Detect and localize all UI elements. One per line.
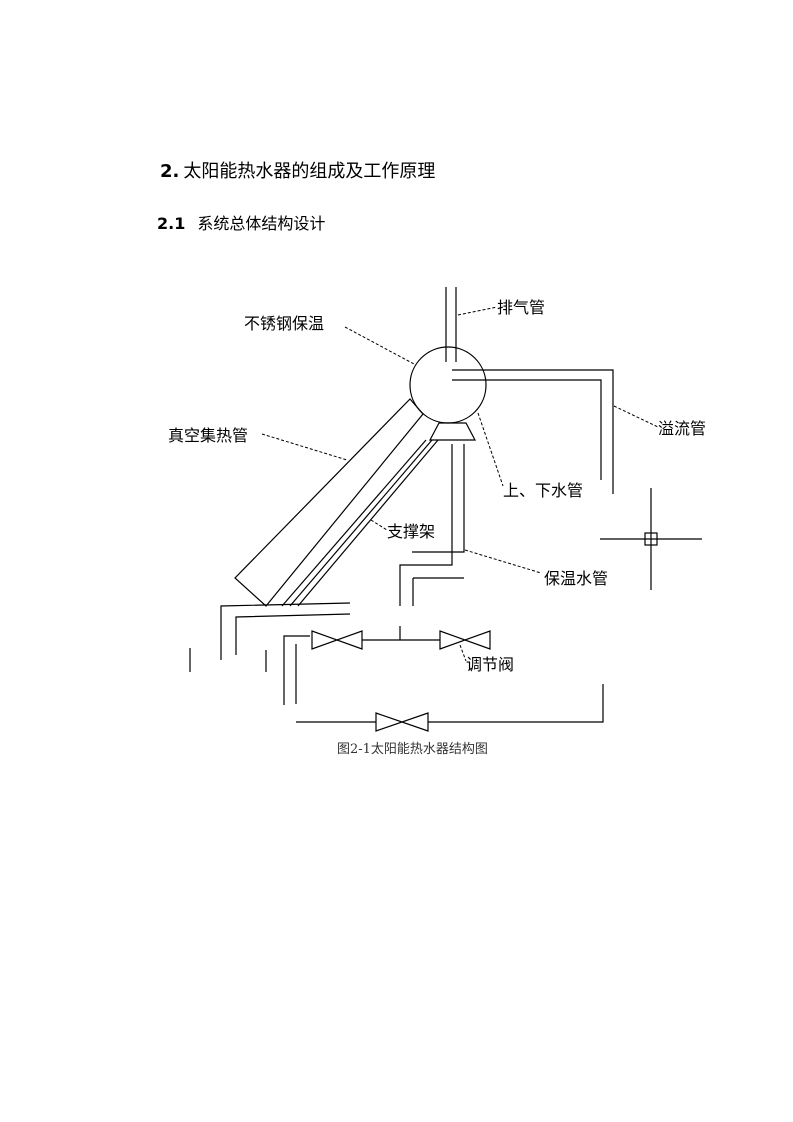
support-frame: [281, 439, 439, 607]
leader-support: [370, 519, 388, 531]
vacuum-collector-tube: [234, 398, 424, 607]
subsection-number: 2.1: [157, 214, 186, 233]
label-vacuum-tube: 真空集热管: [168, 426, 248, 445]
label-regulating-valve: 调节阀: [466, 655, 514, 674]
exhaust-pipe: [445, 287, 457, 362]
return-pipe: [296, 684, 604, 732]
valve-left: [311, 630, 363, 650]
figure-caption: 图2-1太阳能热水器结构图: [337, 742, 488, 757]
label-overflow-pipe: 溢流管: [658, 419, 706, 438]
subsection-title: 系统总体结构设计: [197, 214, 326, 233]
base-pipework: [189, 602, 401, 705]
insulated-water-pipe: [399, 505, 465, 606]
label-support-frame: 支撑架: [387, 522, 435, 541]
leader-up-down: [477, 412, 504, 487]
leader-vacuum: [261, 433, 348, 461]
label-up-down-pipe: 上、下水管: [503, 481, 583, 500]
section-title: 太阳能热水器的组成及工作原理: [183, 161, 436, 182]
label-insulated-water-pipe: 保温水管: [544, 569, 608, 588]
leader-overflow: [613, 405, 659, 428]
up-down-water-pipe: [451, 444, 465, 505]
leader-insulation: [344, 326, 415, 365]
crosshair-mark: [600, 488, 702, 590]
label-stainless-insulation: 不锈钢保温: [244, 314, 324, 333]
section-number: 2.: [160, 161, 180, 182]
label-exhaust-pipe: 排气管: [497, 298, 545, 317]
leader-exhaust: [457, 306, 498, 316]
leader-valve: [459, 644, 467, 662]
valve-right: [439, 630, 491, 650]
subsection-heading: 2.1 系统总体结构设计: [157, 210, 325, 234]
section-heading: 2.太阳能热水器的组成及工作原理: [160, 157, 435, 183]
leader-insulated-pipe: [464, 549, 542, 574]
overflow-pipe: [452, 369, 614, 494]
tank-outlet-cone: [429, 422, 476, 441]
